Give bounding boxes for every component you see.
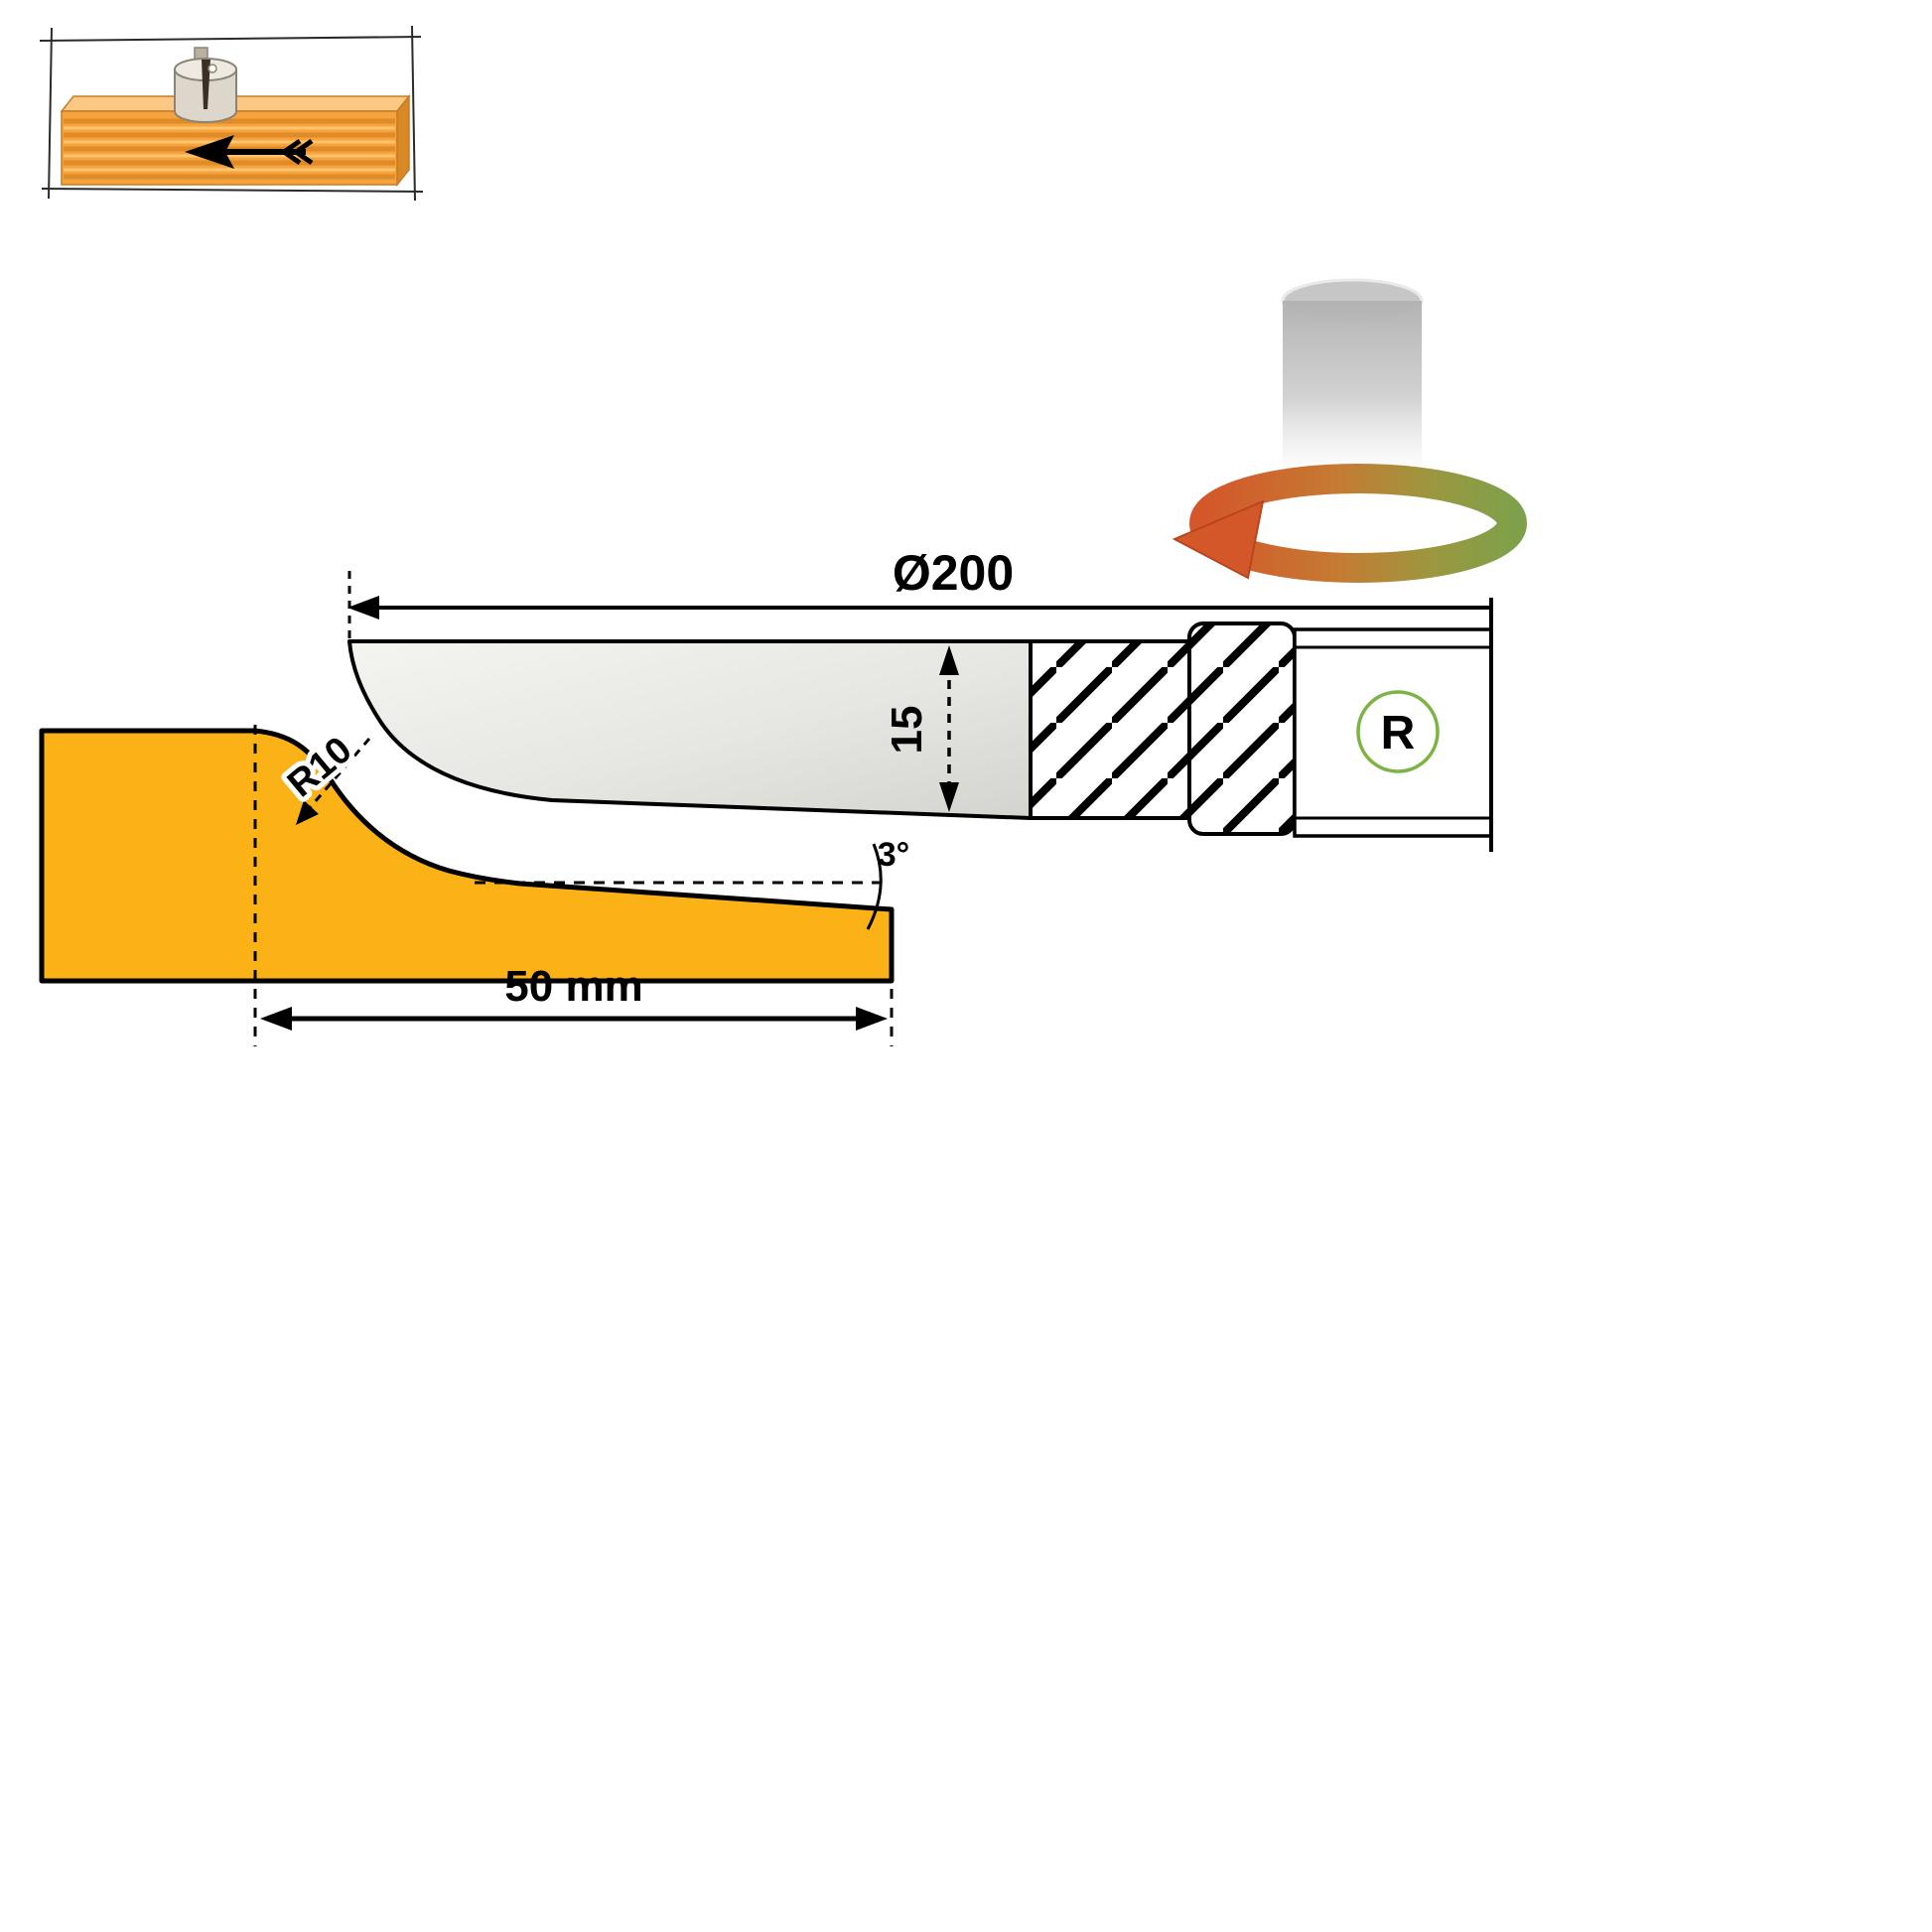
angle-annotation: 3° xyxy=(475,836,910,930)
spindle-cylinder xyxy=(1283,301,1422,475)
rotation-arrow-head-icon xyxy=(1172,499,1265,580)
rotation-badge: R xyxy=(1356,690,1440,773)
cutter-head-icon xyxy=(174,47,237,123)
dimension-arrowhead xyxy=(347,596,379,620)
cutter-body-section xyxy=(1029,621,1297,836)
diameter-label: Ø200 xyxy=(893,545,1014,601)
angle-label: 3° xyxy=(878,836,910,874)
width-dimension: 15 xyxy=(883,645,959,812)
hub-hatched-block xyxy=(1187,621,1297,836)
length-label: 50 mm xyxy=(504,962,642,1011)
width-label: 15 xyxy=(883,706,931,755)
cutter-blade xyxy=(347,639,1033,820)
feed-arrow-icon xyxy=(185,135,314,169)
feed-direction-inset xyxy=(39,25,424,202)
rotation-arrow-ring xyxy=(1189,464,1527,583)
arbor-shank: R xyxy=(1293,598,1493,852)
spindle-assembly xyxy=(1172,278,1527,583)
wood-board xyxy=(60,93,411,188)
body-hatched-block xyxy=(1029,639,1193,820)
length-dimension: 50 mm xyxy=(253,725,894,1046)
rotation-label: R xyxy=(1381,707,1416,759)
diameter-dimension: Ø200 xyxy=(347,545,1489,643)
sketch-frame xyxy=(39,25,424,202)
